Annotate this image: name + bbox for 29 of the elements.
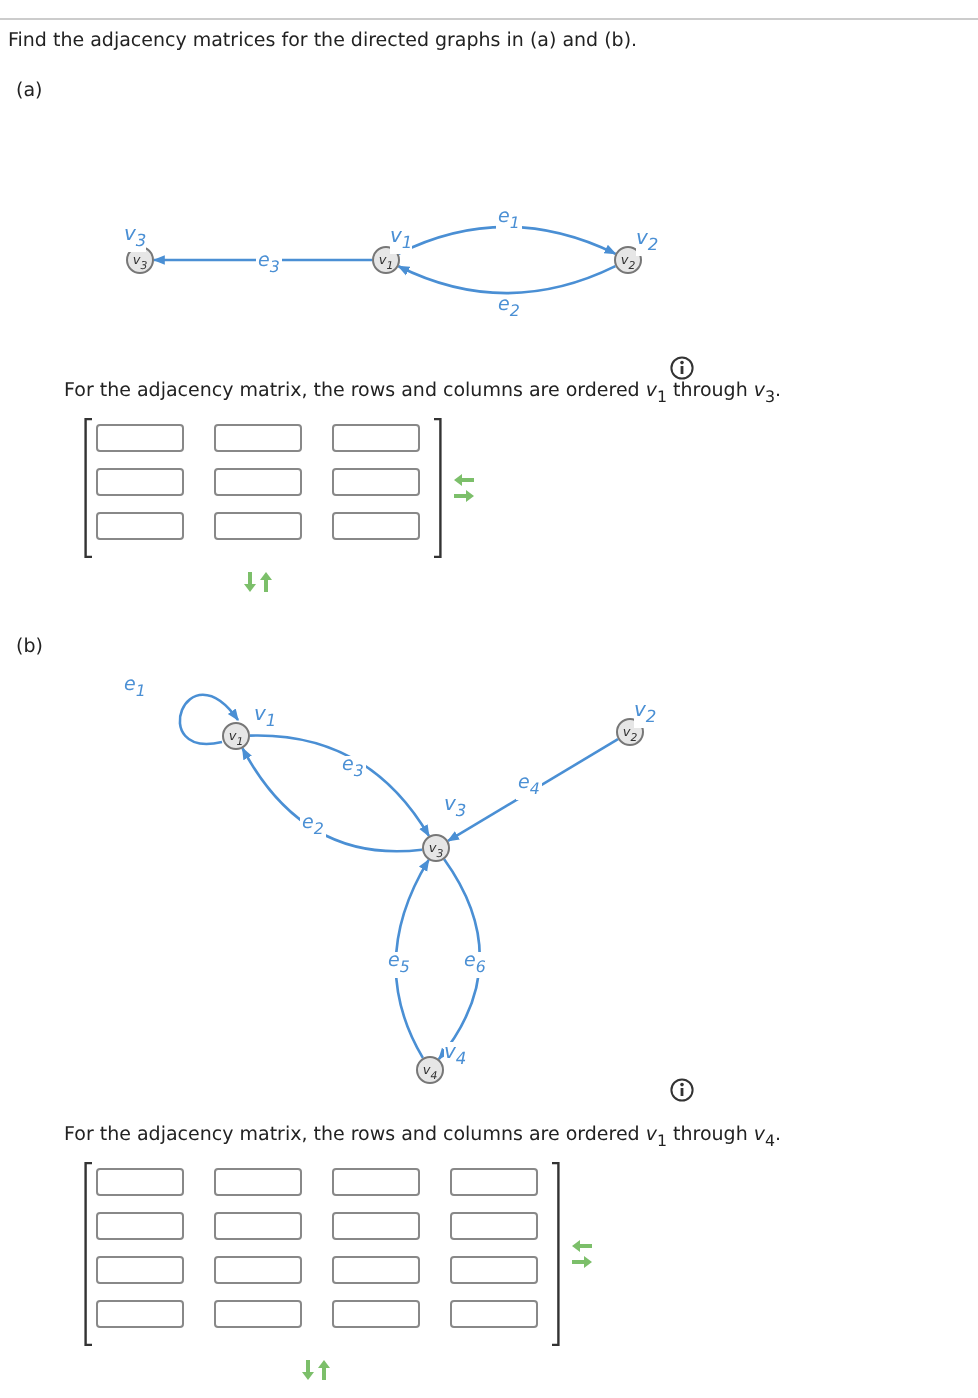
instruction-text: For the adjacency matrix, the rows and columns are ordered v$_{1}$ through v$_{4}$. <box>64 1124 782 1150</box>
edge-label: e$_{4}$ <box>516 774 542 800</box>
question-text: Find the adjacency matrices for the directed graphs in (a) and (b). <box>8 30 638 52</box>
arrow <box>152 255 372 265</box>
arrow <box>394 858 430 1059</box>
edge-label: e$_{1}$ <box>496 208 522 234</box>
vertex-label: v$_{2}$ <box>636 228 659 256</box>
edge-label: e$_{2}$ <box>496 296 522 322</box>
edge-label: e$_{3}$ <box>256 252 282 278</box>
instruction-text: For the adjacency matrix, the rows and columns are ordered v$_{1}$ through v$_{3}$. <box>64 380 782 406</box>
vertex-label: v$_{1}$ <box>254 704 277 732</box>
arrow <box>447 738 619 842</box>
vertex-label: v$_{1}$ <box>390 226 413 254</box>
arrow <box>250 734 430 837</box>
arrow <box>241 747 423 853</box>
edge-label: e$_{1}$ <box>122 676 148 702</box>
part-label: (b) <box>16 636 43 658</box>
edge-label: e$_{6}$ <box>462 952 488 978</box>
loop-arrow <box>178 693 239 746</box>
vertex-label: v$_{3}$ <box>124 224 147 252</box>
arrow <box>437 858 481 1061</box>
arrow <box>397 265 616 295</box>
vertex-label: v$_{3}$ <box>444 794 467 822</box>
edge-label: e$_{2}$ <box>300 814 326 840</box>
edge-label: e$_{5}$ <box>386 952 412 978</box>
vertex-label: v$_{2}$ <box>634 700 657 728</box>
vertex-label: v$_{4}$ <box>444 1042 467 1070</box>
edge-label: e$_{3}$ <box>340 756 366 782</box>
part-label: (a) <box>16 80 43 102</box>
